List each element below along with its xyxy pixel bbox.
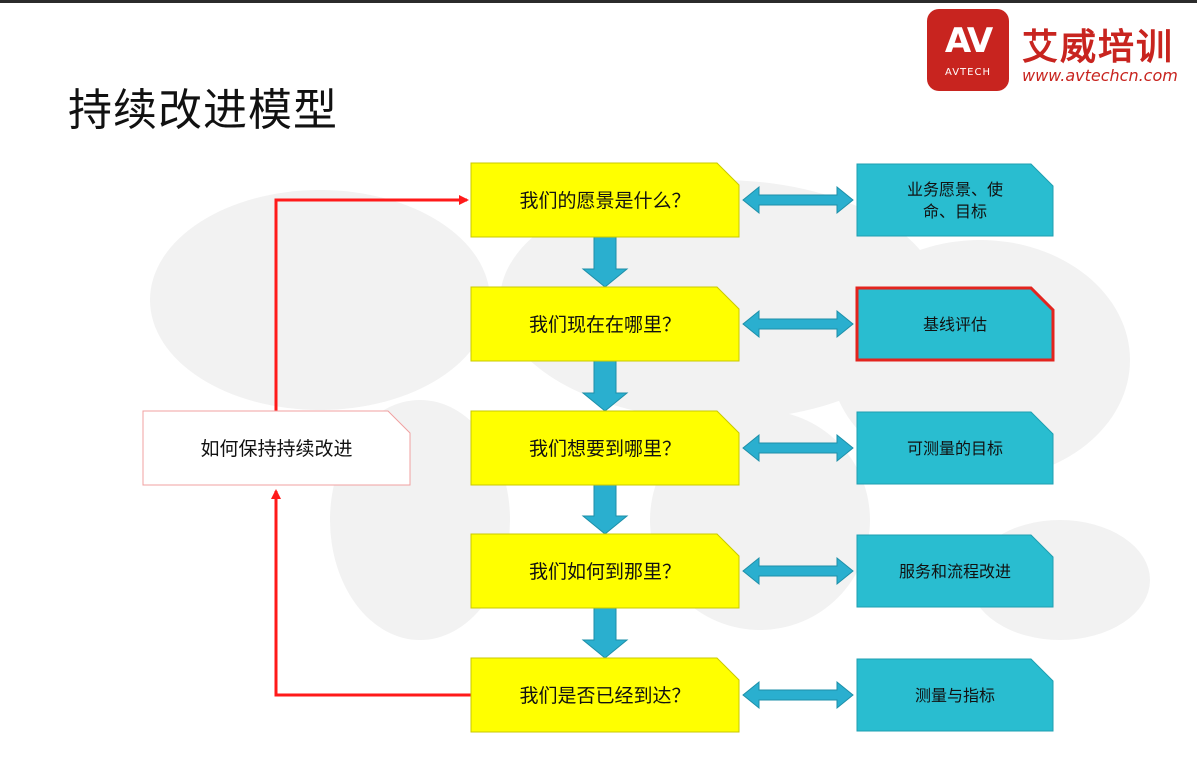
answer-box-shape xyxy=(856,534,1054,608)
down-arrow-4 xyxy=(581,607,629,659)
question-box-5: 我们是否已经到达？ xyxy=(470,657,740,733)
top-band xyxy=(0,0,1197,3)
question-box-shape xyxy=(470,533,740,609)
question-box-shape xyxy=(470,410,740,486)
answer-label: 业务愿景、使 xyxy=(907,180,1003,199)
answer-label: 可测量的目标 xyxy=(907,439,1003,458)
question-box-4: 我们如何到那里？ xyxy=(470,533,740,609)
link-arrow-1 xyxy=(742,185,854,215)
question-box-shape xyxy=(470,162,740,238)
loop-arrow-return xyxy=(271,489,471,697)
question-box-3: 我们想要到哪里？ xyxy=(470,410,740,486)
page-title: 持续改进模型 xyxy=(68,85,338,136)
question-box-shape xyxy=(470,657,740,733)
down-arrow-3 xyxy=(581,484,629,535)
question-label: 我们想要到哪里？ xyxy=(529,438,681,460)
logo-badge: AV AVTECH xyxy=(927,9,1009,91)
down-arrow-2 xyxy=(581,360,629,412)
logo-mark: AV xyxy=(944,21,993,61)
link-arrow-2 xyxy=(742,309,854,339)
answer-label: 命、目标 xyxy=(923,202,987,221)
answer-label: 测量与指标 xyxy=(915,686,995,705)
answer-box-shape xyxy=(855,286,1055,362)
loop-label-box: 如何保持持续改进 xyxy=(142,410,411,486)
answer-box-5: 测量与指标 xyxy=(856,658,1054,732)
answer-box-1: 业务愿景、使命、目标 xyxy=(856,163,1054,237)
logo-name: 艾威培训 xyxy=(1022,27,1175,68)
answer-box-2: 基线评估 xyxy=(855,286,1055,362)
question-box-shape xyxy=(470,286,740,362)
link-arrow-3 xyxy=(742,433,854,463)
question-label: 我们如何到那里？ xyxy=(529,561,681,583)
down-arrow-1 xyxy=(581,236,629,288)
question-label: 我们是否已经到达？ xyxy=(519,685,690,707)
logo-url: www.avtechcn.com xyxy=(1022,66,1178,85)
answer-label: 服务和流程改进 xyxy=(899,562,1011,581)
loop-label: 如何保持持续改进 xyxy=(200,438,352,460)
answer-box-shape xyxy=(856,658,1054,732)
link-arrow-4 xyxy=(742,556,854,586)
question-box-2: 我们现在在哪里？ xyxy=(470,286,740,362)
answer-box-3: 可测量的目标 xyxy=(856,411,1054,485)
answer-label: 基线评估 xyxy=(923,315,987,334)
link-arrow-5 xyxy=(742,680,854,710)
logo-sub: AVTECH xyxy=(945,67,991,78)
question-label: 我们现在在哪里？ xyxy=(529,314,681,336)
answer-box-4: 服务和流程改进 xyxy=(856,534,1054,608)
loop-arrow-up xyxy=(274,195,469,411)
question-box-1: 我们的愿景是什么？ xyxy=(470,162,740,238)
loop-label-shape xyxy=(142,410,411,486)
question-label: 我们的愿景是什么？ xyxy=(519,190,690,212)
answer-box-shape xyxy=(856,163,1054,237)
answer-box-shape xyxy=(856,411,1054,485)
